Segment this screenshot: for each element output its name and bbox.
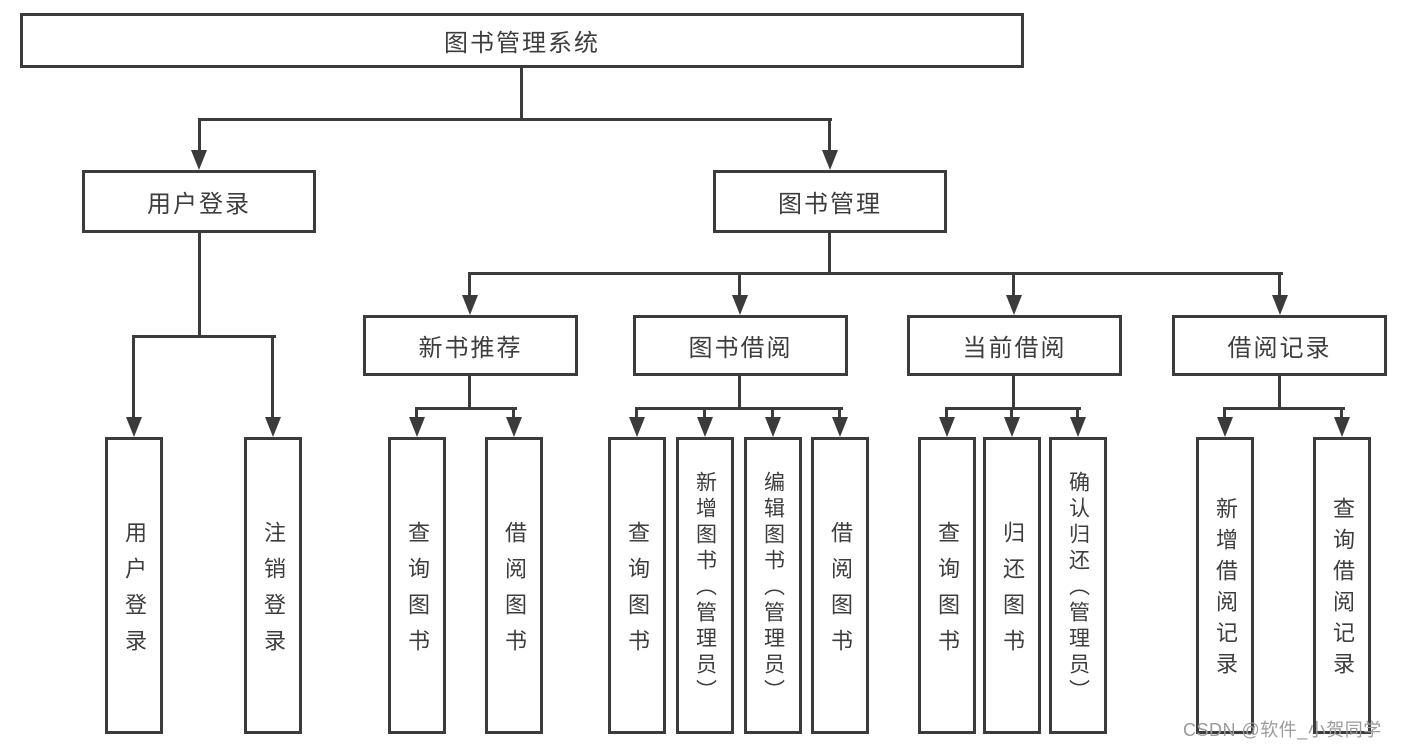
arrow-down-icon [1217, 417, 1233, 437]
node-current-borrow-label: 当前借阅 [962, 335, 1067, 362]
leaf-return-book: 归还图书 [983, 437, 1041, 734]
connector-root-stub [520, 68, 523, 121]
leaf-query-books-2-label: 查询图书 [625, 520, 650, 665]
leaf-user-login: 用户登录 [105, 437, 163, 734]
connector-leaf-drop [1010, 407, 1013, 421]
node-user-login: 用户登录 [82, 170, 316, 233]
connector-leaf-drop [415, 407, 418, 421]
connector-drop-leaf-logout [271, 335, 274, 419]
connector-borrow-records-rail [1223, 407, 1345, 410]
connector-book-management-stub [828, 233, 831, 275]
node-borrow-records-label: 借阅记录 [1227, 335, 1332, 362]
connector-drop-borrow-records [1278, 272, 1281, 297]
leaf-borrow-books-1: 借阅图书 [485, 437, 543, 734]
arrow-down-icon [126, 417, 142, 437]
arrow-down-icon [1272, 295, 1288, 315]
connector-leaf-drop [945, 407, 948, 421]
leaf-user-login-label: 用户登录 [122, 520, 147, 665]
leaf-query-borrow-record: 查询借阅记录 [1313, 437, 1371, 734]
leaf-query-books-3-label: 查询图书 [935, 520, 960, 665]
arrow-down-icon [822, 150, 838, 170]
node-book-borrow: 图书借阅 [633, 315, 848, 376]
leaf-query-books-3: 查询图书 [918, 437, 976, 734]
leaf-add-book-admin-label: 新增图书（管理员） [693, 471, 717, 705]
connector-book-borrow-stub [738, 376, 741, 410]
csdn-watermark: CSDN @软件_小贺同学 [1183, 720, 1382, 740]
node-new-book-recommend: 新书推荐 [363, 315, 578, 376]
arrow-down-icon [1006, 295, 1022, 315]
node-book-management: 图书管理 [713, 170, 947, 233]
connector-drop-book-management [828, 118, 831, 152]
connector-drop-current-borrow [1012, 272, 1015, 297]
connector-new-book-stub [468, 376, 471, 410]
leaf-add-book-admin: 新增图书（管理员） [676, 437, 734, 734]
connector-leaf-drop [1076, 407, 1079, 421]
leaf-add-borrow-record-label: 新增借阅记录 [1213, 497, 1238, 683]
arrow-down-icon [462, 295, 478, 315]
arrow-down-icon [506, 417, 522, 437]
arrow-down-icon [265, 417, 281, 437]
node-root: 图书管理系统 [20, 13, 1024, 68]
connector-book-borrow-rail [635, 407, 843, 410]
leaf-query-borrow-record-label: 查询借阅记录 [1330, 497, 1355, 683]
leaf-borrow-books-1-label: 借阅图书 [502, 520, 527, 665]
connector-leaf-drop [512, 407, 515, 421]
leaf-return-book-label: 归还图书 [1000, 520, 1025, 665]
leaf-confirm-return-admin-label: 确认归还（管理员） [1066, 471, 1090, 705]
node-borrow-records: 借阅记录 [1172, 315, 1387, 376]
connector-user-login-stub [198, 233, 201, 338]
connector-leaf-drop [635, 407, 638, 421]
connector-leaf-drop [1223, 407, 1226, 421]
arrow-down-icon [191, 150, 207, 170]
connector-leaf-drop [771, 407, 774, 421]
connector-leaf-drop [1340, 407, 1343, 421]
leaf-borrow-books-2-label: 借阅图书 [828, 520, 853, 665]
leaf-add-borrow-record: 新增借阅记录 [1196, 437, 1254, 734]
node-new-book-recommend-label: 新书推荐 [418, 335, 523, 362]
arrow-down-icon [697, 417, 713, 437]
arrow-down-icon [409, 417, 425, 437]
arrow-down-icon [765, 417, 781, 437]
node-root-label: 图书管理系统 [444, 30, 600, 57]
arrow-down-icon [1004, 417, 1020, 437]
connector-current-borrow-rail [945, 407, 1081, 410]
leaf-query-books-2: 查询图书 [608, 437, 666, 734]
connector-drop-new-book [468, 272, 471, 297]
connector-current-borrow-stub [1012, 376, 1015, 410]
node-current-borrow: 当前借阅 [907, 315, 1122, 376]
connector-leaf-drop [838, 407, 841, 421]
arrow-down-icon [939, 417, 955, 437]
arrow-down-icon [1070, 417, 1086, 437]
leaf-confirm-return-admin: 确认归还（管理员） [1049, 437, 1107, 734]
leaf-borrow-books-2: 借阅图书 [811, 437, 869, 734]
leaf-edit-book-admin: 编辑图书（管理员） [744, 437, 802, 734]
arrow-down-icon [732, 295, 748, 315]
leaf-logout-label: 注销登录 [261, 520, 286, 665]
connector-drop-book-borrow [738, 272, 741, 297]
connector-user-login-rail [132, 335, 276, 338]
arrow-down-icon [629, 417, 645, 437]
leaf-query-books-1-label: 查询图书 [405, 520, 430, 665]
connector-level2-rail [468, 272, 1283, 275]
connector-level1-rail [198, 118, 832, 121]
leaf-query-books-1: 查询图书 [388, 437, 446, 734]
arrow-down-icon [832, 417, 848, 437]
connector-leaf-drop [703, 407, 706, 421]
node-book-borrow-label: 图书借阅 [688, 335, 793, 362]
connector-new-book-rail [415, 407, 517, 410]
connector-drop-leaf-user-login [132, 335, 135, 419]
connector-borrow-records-stub [1278, 376, 1281, 408]
arrow-down-icon [1334, 417, 1350, 437]
leaf-edit-book-admin-label: 编辑图书（管理员） [761, 471, 785, 705]
node-user-login-label: 用户登录 [147, 191, 251, 218]
leaf-logout: 注销登录 [244, 437, 302, 734]
connector-drop-user-login [198, 118, 201, 152]
node-book-management-label: 图书管理 [778, 191, 882, 218]
